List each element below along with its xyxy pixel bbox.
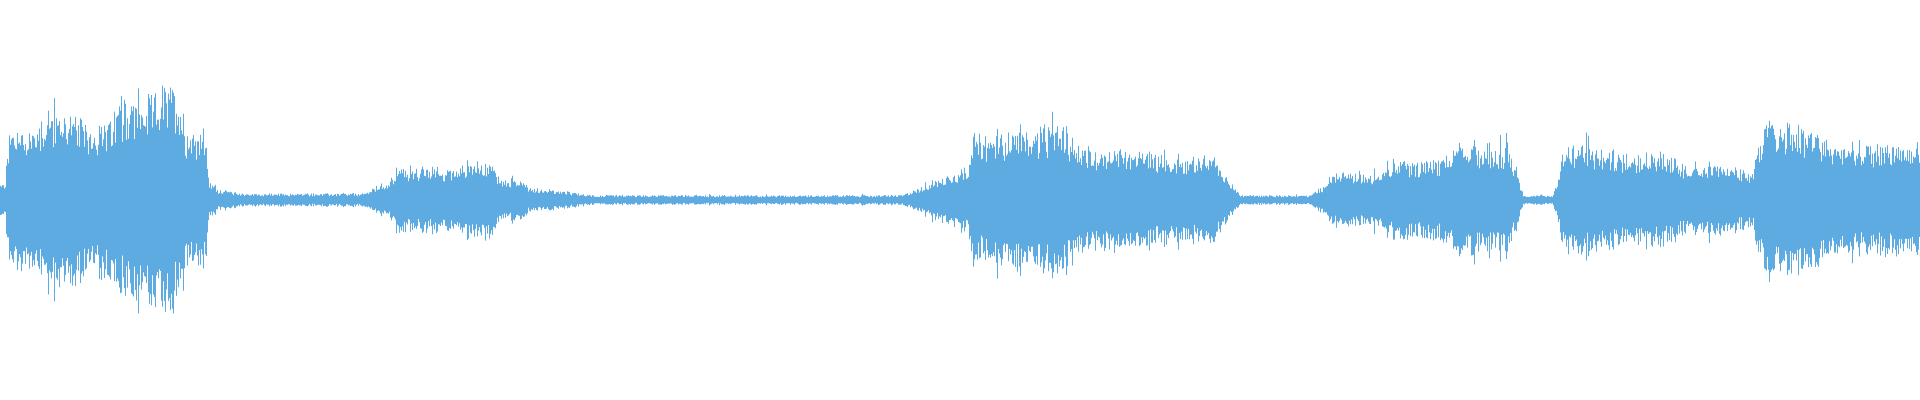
waveform-graphic: [0, 85, 1920, 314]
